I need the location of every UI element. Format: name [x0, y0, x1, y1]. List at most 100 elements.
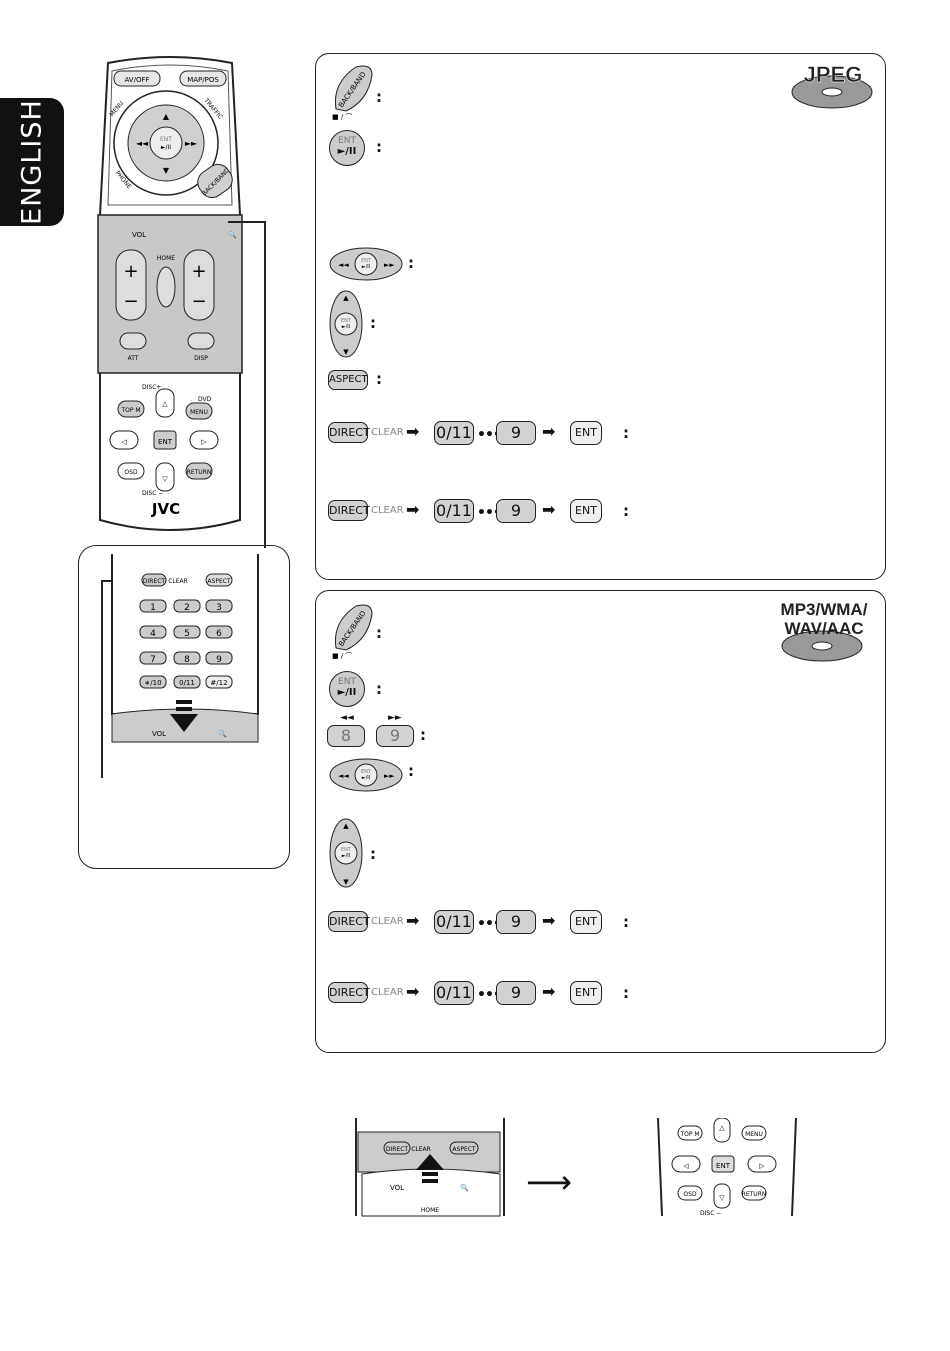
ellipsis: •••: [477, 505, 502, 521]
jpeg-badge: JPEG: [803, 62, 863, 88]
clear-label: CLEAR: [371, 427, 404, 438]
svg-text:CLEAR: CLEAR: [411, 1146, 431, 1153]
aspect-key[interactable]: ASPECT: [328, 370, 368, 390]
svg-text:►/II: ►/II: [342, 324, 350, 330]
svg-text:8: 8: [184, 655, 190, 665]
svg-text:◄◄: ◄◄: [338, 772, 349, 780]
svg-text:▽: ▽: [162, 475, 168, 483]
drawer-illustration: DIRECT CLEAR ASPECT 1 2 3 4 5 6 7 8 9 ∗/…: [111, 554, 259, 743]
svg-text:DISC −: DISC −: [142, 490, 163, 497]
svg-text:MENU: MENU: [190, 409, 208, 416]
colon: :: [376, 88, 382, 106]
jpeg-disc-icon: [791, 75, 873, 109]
back-band-key[interactable]: BACK/BAND ■ / ⌒: [328, 63, 376, 121]
remote-closed-illustration: TOP M △ MENU ◁ ENT ▷ OSD ▽ RETURN DISC −: [657, 1118, 797, 1217]
colon: :: [376, 370, 382, 388]
svg-text:▷: ▷: [759, 1162, 765, 1170]
colon: :: [408, 762, 414, 780]
remote-mappos: MAP/POS: [187, 76, 219, 84]
colon: :: [370, 845, 376, 863]
nine-key[interactable]: 9: [496, 981, 536, 1005]
nine-key[interactable]: 9: [496, 910, 536, 934]
direct-key[interactable]: DIRECT: [328, 911, 370, 932]
skip-dial-horizontal[interactable]: ENT ►/II ◄◄ ►►: [328, 246, 404, 282]
audio-badge: MP3/WMA/ WAV/AAC: [772, 600, 876, 638]
svg-text:HOME: HOME: [421, 1207, 439, 1214]
ent-key[interactable]: ENT: [570, 910, 602, 934]
svg-text:△: △: [162, 400, 168, 408]
svg-text:+: +: [123, 261, 138, 282]
svg-text:►►: ►►: [384, 772, 395, 780]
svg-text:6: 6: [216, 629, 222, 639]
svg-text:▲: ▲: [343, 822, 349, 830]
svg-text:▼: ▼: [343, 348, 349, 356]
svg-text:∗/10: ∗/10: [144, 679, 161, 687]
svg-text:0/11: 0/11: [179, 679, 195, 687]
svg-text:ENT: ENT: [716, 1162, 731, 1170]
svg-text:ASPECT: ASPECT: [452, 1146, 476, 1153]
direct-key[interactable]: DIRECT: [328, 422, 370, 443]
colon: :: [623, 984, 629, 1002]
svg-text:TOP M: TOP M: [120, 407, 140, 414]
audio-panel: [315, 590, 886, 1053]
arrow-icon: ➡: [406, 982, 420, 1001]
svg-text:DIRECT: DIRECT: [143, 578, 166, 585]
colon: :: [623, 913, 629, 931]
zero-key[interactable]: 0/11: [434, 981, 474, 1005]
svg-text:🔍: 🔍: [228, 230, 237, 239]
nine-key[interactable]: 9: [496, 499, 536, 523]
colon: :: [376, 680, 382, 698]
arrow-icon: ➡: [542, 500, 556, 519]
svg-text:🔍: 🔍: [460, 1183, 469, 1192]
direct-key[interactable]: DIRECT: [328, 500, 370, 521]
svg-text:DISC −: DISC −: [700, 1210, 721, 1217]
svg-text:►►: ►►: [384, 261, 395, 269]
zero-key[interactable]: 0/11: [434, 910, 474, 934]
clear-label: CLEAR: [371, 505, 404, 516]
svg-text:3: 3: [216, 603, 222, 613]
svg-text:DISC+: DISC+: [142, 384, 161, 391]
arrow-icon: ⟶: [526, 1163, 572, 1201]
folder-dial-vertical[interactable]: ENT ►/II ▲ ▼: [328, 818, 364, 888]
svg-text:◁: ◁: [121, 438, 127, 446]
svg-text:◄◄: ◄◄: [136, 139, 149, 148]
ent-play-key[interactable]: ENT ►/II: [329, 671, 365, 707]
nine-key[interactable]: 9: [496, 421, 536, 445]
ent-key[interactable]: ENT: [570, 421, 602, 445]
svg-text:🔍: 🔍: [218, 729, 227, 738]
eight-key[interactable]: 8: [327, 725, 365, 747]
folder-dial-vertical[interactable]: ENT ►/II ▲ ▼: [328, 290, 364, 358]
svg-text:ENT: ENT: [341, 847, 352, 853]
svg-text:ATT: ATT: [128, 355, 139, 362]
ent-key[interactable]: ENT: [570, 499, 602, 523]
colon: :: [420, 726, 426, 744]
svg-text:VOL: VOL: [152, 730, 166, 738]
zero-key[interactable]: 0/11: [434, 499, 474, 523]
remote-avoff: AV/OFF: [124, 76, 149, 84]
ent-key[interactable]: ENT: [570, 981, 602, 1005]
svg-text:▼: ▼: [343, 878, 349, 886]
ent-play-key[interactable]: ENT ►/II: [329, 130, 365, 166]
svg-text:HOME: HOME: [157, 255, 175, 262]
ellipsis: •••: [477, 916, 502, 932]
back-band-key[interactable]: BACK/BAND ■ / ⌒: [328, 602, 376, 660]
svg-text:◁: ◁: [683, 1162, 689, 1170]
arrow-icon: ➡: [542, 911, 556, 930]
svg-text:ENT: ENT: [361, 769, 372, 775]
svg-text:ENT: ENT: [158, 438, 173, 446]
svg-text:−: −: [191, 291, 206, 312]
direct-key[interactable]: DIRECT: [328, 982, 370, 1003]
clear-label: CLEAR: [371, 916, 404, 927]
svg-text:◄◄: ◄◄: [338, 261, 349, 269]
nine-key[interactable]: 9: [376, 725, 414, 747]
clear-label: CLEAR: [371, 987, 404, 998]
zero-key[interactable]: 0/11: [434, 421, 474, 445]
svg-text:VOL: VOL: [132, 231, 146, 239]
ellipsis: •••: [477, 987, 502, 1003]
ent-label: ENT: [338, 136, 356, 146]
arrow-icon: ➡: [406, 422, 420, 441]
svg-text:■ / ⌒: ■ / ⌒: [332, 113, 352, 121]
skip-dial-horizontal[interactable]: ENT ►/II ◄◄ ►►: [328, 757, 404, 793]
svg-text:▽: ▽: [719, 1194, 725, 1202]
fast-forward-icon: ►►: [388, 713, 402, 723]
